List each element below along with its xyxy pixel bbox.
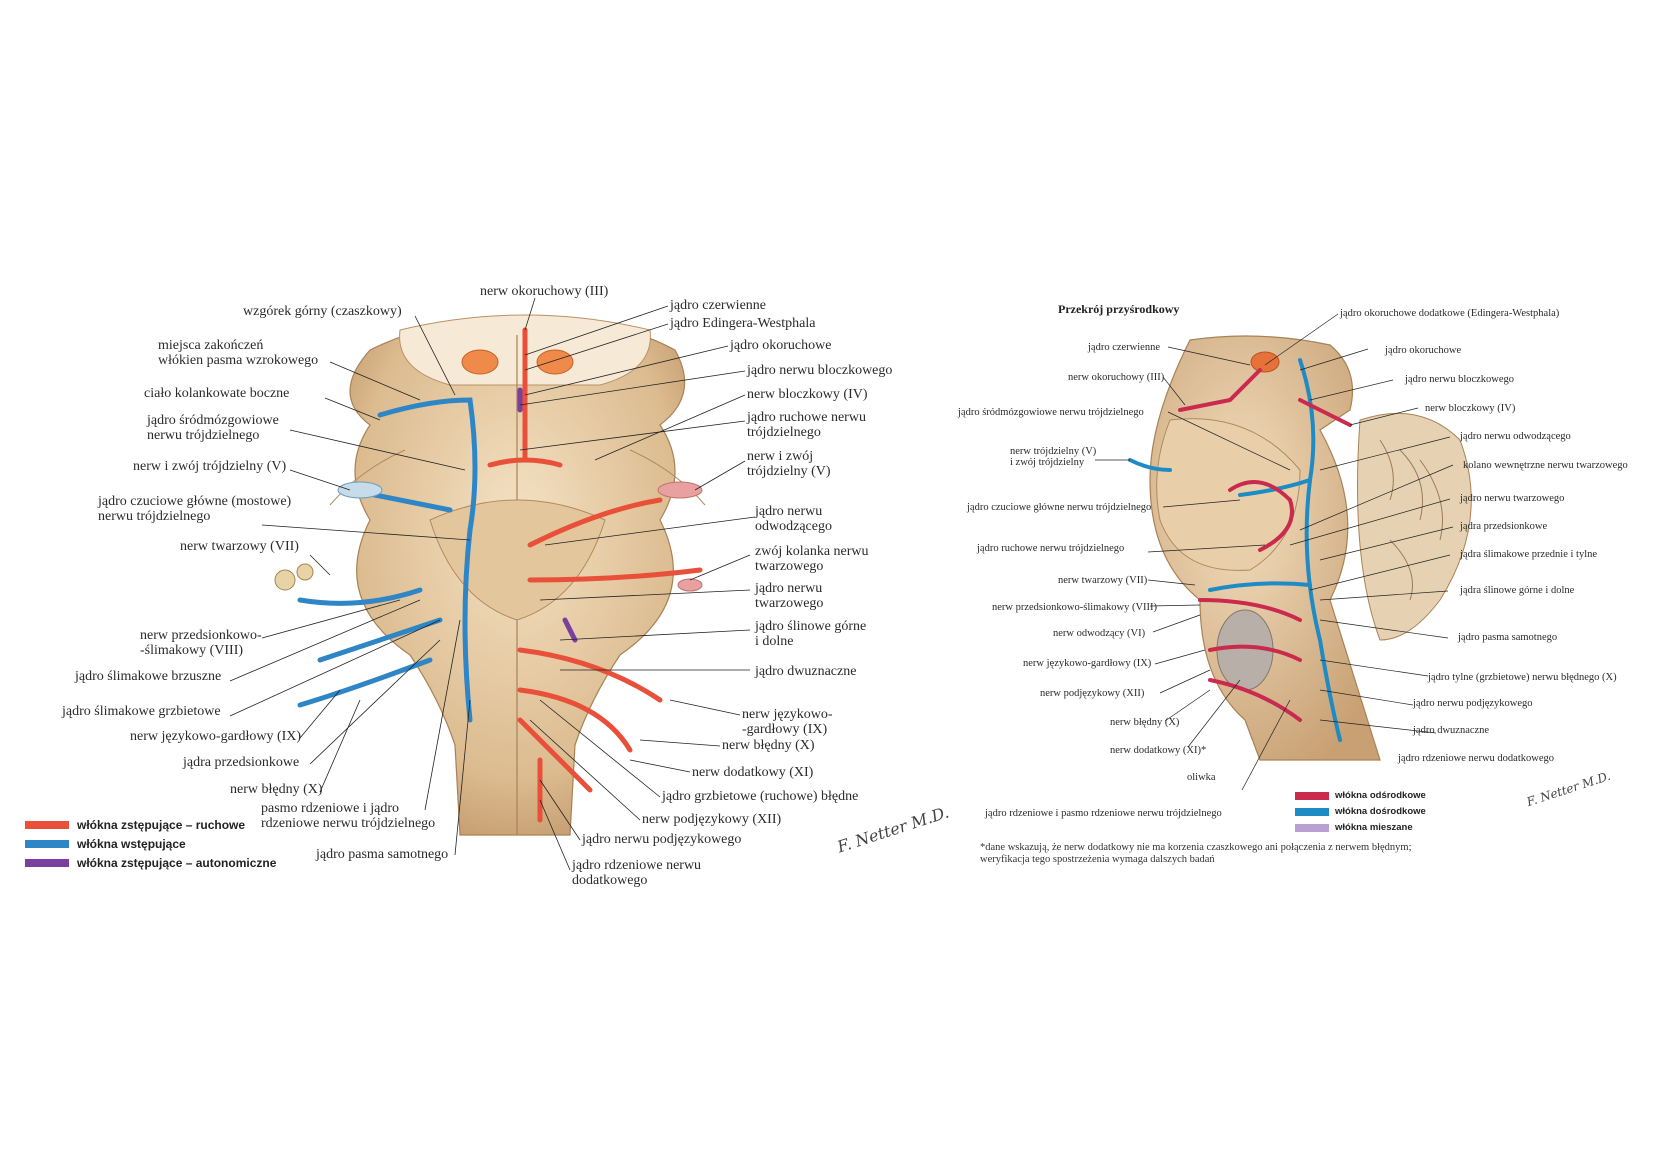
label-motor-trigeminal-r: jądro ruchowe nerwu trójdzielnego: [977, 543, 1125, 554]
label-trochlear-nerve-r: nerw bloczkowy (IV): [1425, 403, 1516, 414]
label-accessory-nerve: nerw dodatkowy (XI): [692, 765, 814, 780]
legend-label-mixed: włókna mieszane: [1335, 822, 1413, 833]
right-footnote: *dane wskazują, że nerw dodatkowy nie ma…: [980, 842, 1412, 866]
label-accessory-oculomotor-nucleus: jądro okoruchowe dodatkowe (Edingera-Wes…: [1340, 308, 1560, 319]
label-vestibulocochlear-nerve-r: nerw przedsionkowo-ślimakowy (VIII): [992, 602, 1158, 613]
legend-swatch-efferent: [1295, 791, 1329, 800]
label-vagus-nerve-r: nerw błędny (X): [1110, 717, 1180, 728]
label-hypoglossal-nerve-r: nerw podjęzykowy (XII): [1040, 688, 1145, 699]
label-vagus-nerve-right: nerw błędny (X): [722, 738, 815, 753]
label-motor-trigeminal-nucleus: jądro ruchowe nerwu trójdzielnego: [747, 410, 866, 441]
legend-swatch-sensory: [25, 840, 69, 848]
legend-swatch-mixed: [1295, 823, 1329, 832]
label-ventral-cochlear-nucleus: jądro ślimakowe brzuszne: [75, 669, 222, 684]
label-dorsal-vagal-nucleus-r: jądro tylne (grzbietowe) nerwu błędnego …: [1428, 672, 1617, 683]
label-mesencephalic-trigeminal-r: jądro śródmózgowiowe nerwu trójdzielnego: [958, 407, 1144, 418]
label-mesencephalic-trigeminal-nucleus: jądro śródmózgowiowe nerwu trójdzielnego: [147, 413, 279, 444]
label-geniculate-ganglion: zwój kolanka nerwu twarzowego: [755, 544, 869, 575]
right-efferent-pathways: [1178, 368, 1352, 722]
label-facial-nerve-r: nerw twarzowy (VII): [1058, 575, 1148, 586]
label-hypoglossal-nerve: nerw podjęzykowy (XII): [642, 812, 782, 827]
label-oculomotor-nerve: nerw okoruchowy (III): [480, 284, 609, 299]
label-olive-r: oliwka: [1187, 772, 1216, 783]
label-vagus-nerve: nerw błędny (X): [230, 782, 323, 797]
left-leader-lines: [229, 297, 756, 871]
label-abducens-nucleus: jądro nerwu odwodzącego: [755, 504, 832, 535]
left-legend-autonomic: włókna zstępujące – autonomiczne: [25, 856, 276, 870]
label-principal-sensory-trigeminal-nucleus: jądro czuciowe główne (mostowe) nerwu tr…: [98, 494, 292, 525]
label-oculomotor-nucleus-r: jądro okoruchowe: [1385, 345, 1462, 356]
label-vestibular-nuclei-r: jądra przedsionkowe: [1460, 521, 1548, 532]
label-vestibular-nuclei: jądra przedsionkowe: [183, 755, 300, 770]
label-accessory-nerve-r: nerw dodatkowy (XI)*: [1110, 745, 1207, 756]
label-red-nucleus: jądro czerwienne: [670, 298, 766, 313]
left-legend-sensory: włókna wstępujące: [25, 837, 186, 851]
label-glossopharyngeal-nerve-r: nerw językowo-gardłowy (IX): [1023, 658, 1152, 669]
label-trigeminal-nerve-ganglion: nerw i zwój trójdzielny (V): [133, 459, 287, 474]
label-nucleus-ambiguus: jądro dwuznaczne: [755, 664, 857, 679]
label-nucleus-ambiguus-r: jądro dwuznaczne: [1413, 725, 1490, 736]
legend-label-autonomic: włókna zstępujące – autonomiczne: [77, 856, 277, 870]
right-legend-efferent: włókna odśrodkowe: [1295, 790, 1426, 801]
label-spinal-accessory-nucleus-r: jądro rdzeniowe nerwu dodatkowego: [1398, 753, 1554, 764]
legend-label-sensory: włókna wstępujące: [77, 837, 186, 851]
label-glossopharyngeal-nerve-right: nerw językowo- -gardłowy (IX): [742, 707, 833, 738]
label-oculomotor-nerve-r: nerw okoruchowy (III): [1068, 372, 1165, 383]
label-salivatory-nuclei-r: jądra ślinowe górne i dolne: [1460, 585, 1575, 596]
left-nerve-roots: [274, 481, 703, 592]
label-vestibulocochlear-nerve: nerw przedsionkowo- -ślimakowy (VIII): [140, 628, 262, 659]
label-oculomotor-nucleus: jądro okoruchowe: [730, 338, 832, 353]
label-hypoglossal-nucleus: jądro nerwu podjęzykowego: [582, 832, 742, 847]
label-lateral-geniculate-body: ciało kolankowate boczne: [144, 386, 290, 401]
label-solitary-tract-nucleus: jądro pasma samotnego: [316, 847, 449, 862]
label-solitary-nucleus-r: jądro pasma samotnego: [1458, 632, 1558, 643]
label-salivatory-nuclei: jądro ślinowe górne i dolne: [755, 619, 867, 650]
label-spinal-trigeminal-r: jądro rdzeniowe i pasmo rdzeniowe nerwu …: [985, 808, 1222, 819]
label-abducens-nerve-r: nerw odwodzący (VI): [1053, 628, 1146, 639]
label-spinal-accessory-nucleus: jądro rdzeniowe nerwu dodatkowego: [572, 858, 702, 889]
label-spinal-trigeminal-tract: pasmo rdzeniowe i jądro rdzeniowe nerwu …: [261, 801, 436, 832]
label-dorsal-cochlear-nucleus: jądro ślimakowe grzbietowe: [62, 704, 221, 719]
legend-label-afferent: włókna dośrodkowe: [1335, 806, 1426, 817]
legend-label-motor: włókna zstępujące – ruchowe: [77, 818, 246, 832]
legend-swatch-motor: [25, 821, 69, 829]
right-legend-mixed: włókna mieszane: [1295, 822, 1413, 833]
legend-label-efferent: włókna odśrodkowe: [1335, 790, 1426, 801]
left-legend-motor: włókna zstępujące – ruchowe: [25, 818, 245, 832]
label-trigeminal-nerve-ganglion-right: nerw i zwój trójdzielny (V): [747, 449, 831, 480]
right-legend-afferent: włókna dośrodkowe: [1295, 806, 1426, 817]
label-edinger-westphal-nucleus: jądro Edingera-Westphala: [670, 316, 816, 331]
label-trigeminal-nerve-ganglion-r: nerw trójdzielny (V) i zwój trójdzielny: [1010, 446, 1097, 469]
label-abducens-nucleus-r: jądro nerwu odwodzącego: [1460, 431, 1571, 442]
label-trochlear-nucleus-r: jądro nerwu bloczkowego: [1405, 374, 1515, 385]
legend-swatch-afferent: [1295, 807, 1329, 816]
label-facial-nerve: nerw twarzowy (VII): [180, 539, 299, 554]
label-hypoglossal-nucleus-r: jądro nerwu podjęzykowego: [1413, 698, 1533, 709]
label-glossopharyngeal-nerve: nerw językowo-gardłowy (IX): [130, 729, 302, 744]
label-facial-nucleus: jądro nerwu twarzowego: [755, 581, 824, 612]
legend-swatch-autonomic: [25, 859, 69, 867]
left-autonomic-pathways: [517, 387, 578, 643]
label-cochlear-nuclei-r: jądra ślimakowe przednie i tylne: [1460, 549, 1598, 560]
label-dorsal-vagal-nucleus: jądro grzbietowe (ruchowe) błędne: [662, 789, 859, 804]
label-red-nucleus-r: jądro czerwienne: [1088, 342, 1160, 353]
label-principal-sensory-trigeminal-r: jądro czuciowe główne nerwu trójdzielneg…: [967, 502, 1152, 513]
label-internal-genu-facial-r: kolano wewnętrzne nerwu twarzowego: [1463, 460, 1628, 471]
right-heading: Przekrój przyśrodkowy: [1058, 302, 1180, 316]
label-facial-nucleus-r: jądro nerwu twarzowego: [1460, 493, 1565, 504]
label-optic-tract-terminations: miejsca zakończeń włókien pasma wzrokowe…: [158, 338, 319, 369]
label-trochlear-nerve: nerw bloczkowy (IV): [747, 387, 868, 402]
right-leader-lines: [1095, 313, 1454, 791]
label-trochlear-nucleus: jądro nerwu bloczkowego: [747, 363, 893, 378]
label-superior-colliculus: wzgórek górny (czaszkowy): [243, 304, 402, 319]
